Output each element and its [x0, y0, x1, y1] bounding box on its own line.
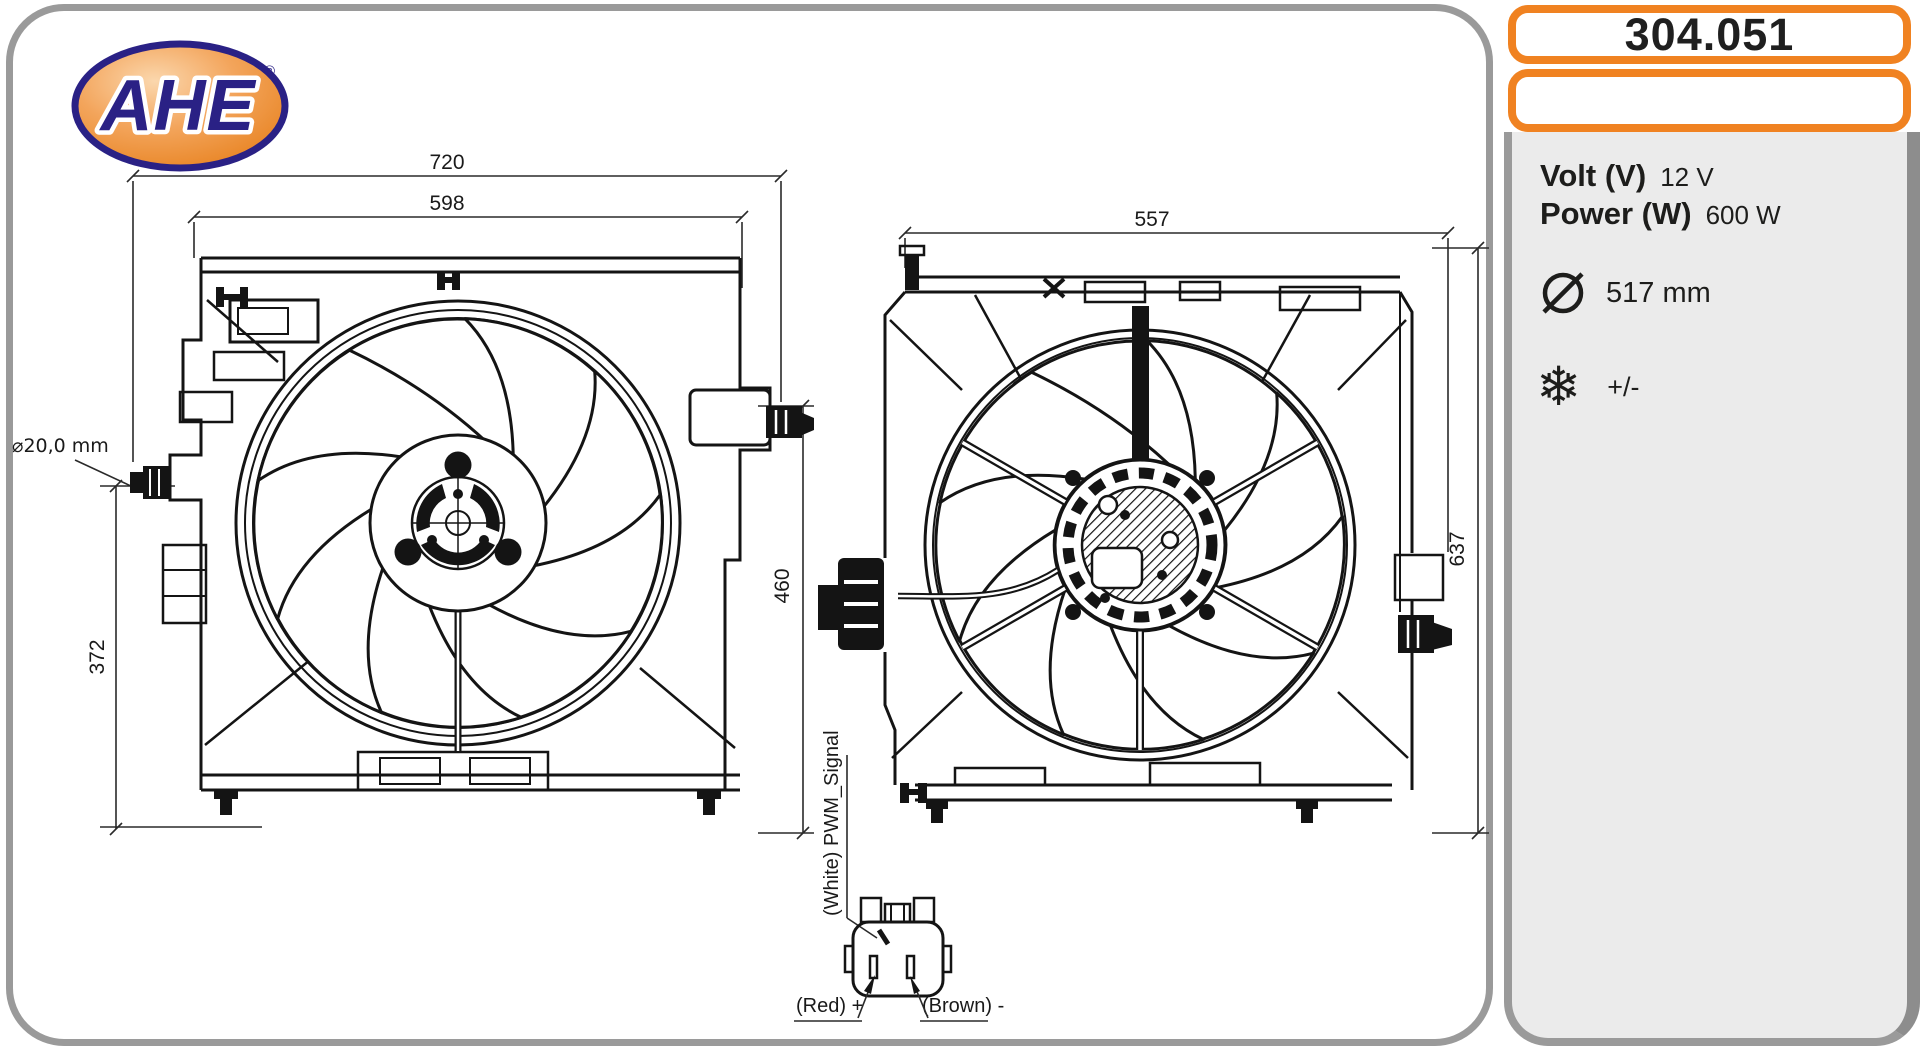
volt-label: Volt (V)	[1540, 158, 1647, 193]
power-row: Power (W) 600 W	[1540, 196, 1781, 232]
left-motor-connector	[766, 406, 814, 438]
nozzle-diameter-label: ⌀20,0 mm	[12, 435, 109, 457]
dim-372-label: 372	[86, 639, 109, 674]
right-top-clips	[898, 244, 1066, 299]
left-fan-hub	[368, 433, 548, 613]
pwm-signal-label: (White) PWM_Signal	[821, 730, 843, 916]
fan-diameter-value: 517 mm	[1606, 276, 1711, 309]
spec-panel: Volt (V) 12 V Power (W) 600 W 517 mm ❄ +…	[1504, 132, 1920, 1046]
left-top-clips	[216, 271, 460, 307]
ac-row: ❄ +/-	[1536, 360, 1640, 414]
brown-negative-label: (Brown) -	[922, 995, 1004, 1017]
volt-row: Volt (V) 12 V	[1540, 158, 1714, 194]
technical-drawing: 720 598 372 460 ⌀20,0 mm	[12, 151, 1489, 1022]
volt-value: 12 V	[1660, 162, 1714, 192]
wire-harness	[818, 558, 1060, 650]
dim-557-label: 557	[1134, 208, 1169, 231]
logo-oval	[71, 40, 289, 172]
part-number: 304.051	[1624, 8, 1795, 60]
right-motor-connector	[1398, 615, 1452, 653]
dim-460-label: 460	[771, 568, 794, 603]
red-positive-label: (Red) +	[796, 995, 863, 1017]
connector-detail: (White) PWM_Signal (Red) + (Brown) -	[794, 730, 1004, 1022]
logo-text: AHE	[98, 66, 256, 146]
secondary-box	[1508, 69, 1911, 132]
diameter-icon	[1542, 272, 1584, 314]
right-shroud-spokes	[960, 306, 1320, 750]
coolant-nozzle	[130, 466, 170, 499]
ac-value: +/-	[1607, 371, 1640, 402]
brand-logo: AHE ®	[71, 40, 289, 172]
registered-mark: ®	[264, 63, 275, 80]
right-fan-view: 557 637	[818, 208, 1489, 840]
dim-720-label: 720	[429, 151, 464, 174]
left-mount-feet	[214, 790, 721, 815]
power-value: 600 W	[1705, 200, 1781, 230]
snowflake-icon: ❄	[1536, 355, 1582, 418]
right-bottom-clips	[900, 783, 1318, 823]
dim-598-label: 598	[429, 192, 464, 215]
left-fan-view: 720 598 372 460 ⌀20,0 mm	[12, 151, 814, 840]
right-fan-hub	[1053, 458, 1227, 632]
part-number-box: 304.051	[1508, 5, 1911, 64]
power-label: Power (W)	[1540, 196, 1692, 231]
dim-637-label: 637	[1446, 531, 1469, 566]
diameter-row: 517 mm	[1538, 268, 1711, 318]
